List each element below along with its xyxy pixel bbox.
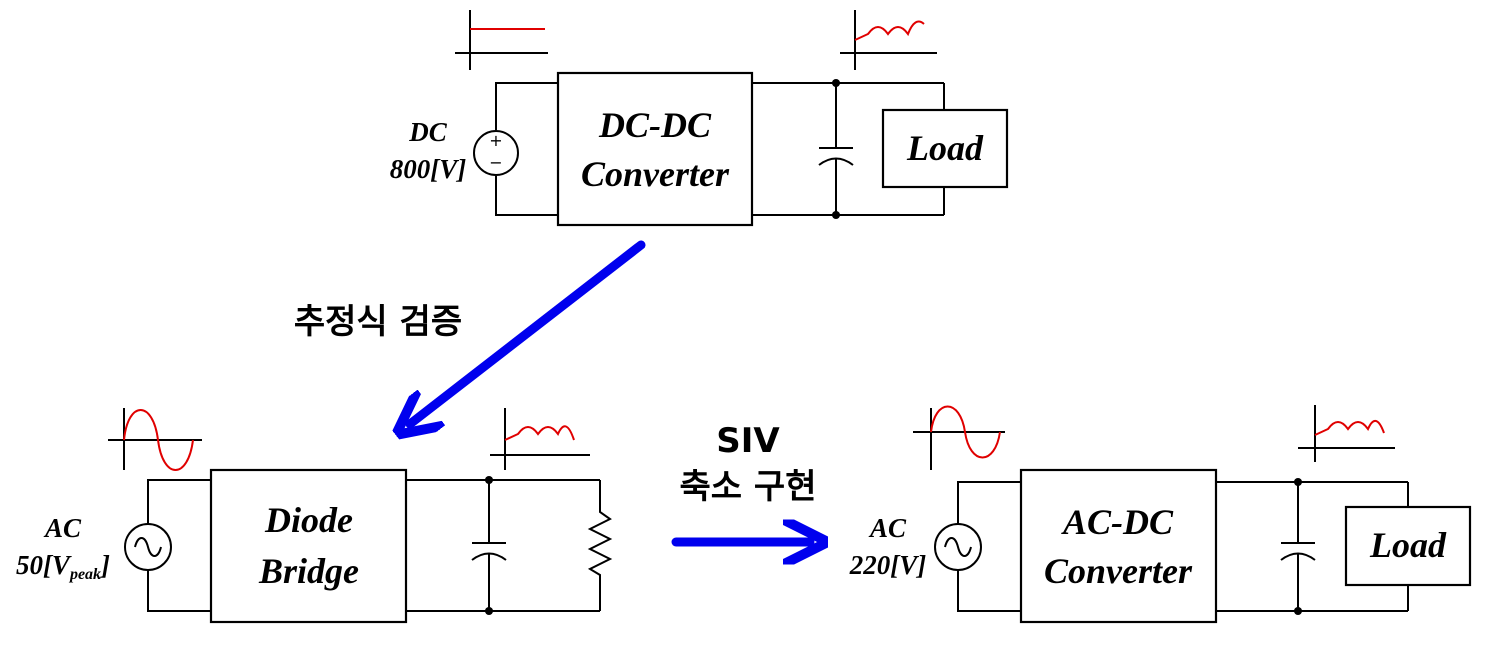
bl-source-label-2: 50[Vpeak]: [16, 550, 110, 583]
verify-arrow: [410, 240, 646, 424]
dc-dc-converter-box: [556, 71, 754, 227]
top-capacitor: [818, 79, 854, 219]
dc-voltage-source: + −: [473, 130, 519, 176]
br-load-label: Load: [1369, 525, 1447, 565]
top-load-label: Load: [906, 128, 984, 168]
bl-source-label-1: AC: [43, 513, 82, 543]
br-output-waveform: [1298, 405, 1395, 462]
dc-dc-label-2: Converter: [581, 154, 730, 194]
br-load-box: [1344, 505, 1472, 587]
br-source-label-2: 220[V]: [849, 550, 927, 580]
diode-bridge-label-1: Diode: [264, 500, 353, 540]
bl-output-waveform: [490, 408, 590, 470]
diode-bridge-box: [209, 468, 408, 624]
top-input-waveform: [455, 10, 548, 70]
bottom-right-circuit: AC 220[V] AC-DC Converter Load: [849, 405, 1472, 624]
bl-resistor: [587, 480, 613, 611]
verify-label: 추정식 검증: [294, 302, 462, 342]
diode-bridge-label-2: Bridge: [258, 551, 359, 591]
top-circuit: + − DC 800[V] DC-DC Converter Load: [390, 10, 1009, 227]
implement-label-1: SIV: [716, 421, 780, 461]
top-source-label-2: 800[V]: [390, 154, 467, 184]
bl-ac-source: [124, 523, 172, 571]
implement-label-2: 축소 구현: [680, 467, 817, 507]
bl-input-waveform: [108, 408, 202, 471]
br-source-label-1: AC: [868, 513, 907, 543]
ac-dc-converter-box: [1019, 468, 1218, 624]
br-input-waveform: [913, 405, 1005, 470]
ac-dc-label-2: Converter: [1044, 551, 1193, 591]
bl-capacitor: [471, 476, 507, 615]
br-capacitor: [1280, 478, 1316, 615]
br-ac-source: [934, 523, 982, 571]
svg-text:+: +: [489, 131, 502, 150]
ac-dc-label-1: AC-DC: [1061, 502, 1174, 542]
dc-dc-label-1: DC-DC: [598, 105, 712, 145]
top-source-label-1: DC: [408, 117, 447, 147]
svg-text:−: −: [489, 153, 502, 172]
top-output-waveform: [840, 10, 937, 70]
top-load-box: [881, 108, 1009, 189]
bottom-left-circuit: AC 50[Vpeak] Diode Bridge: [16, 408, 613, 624]
